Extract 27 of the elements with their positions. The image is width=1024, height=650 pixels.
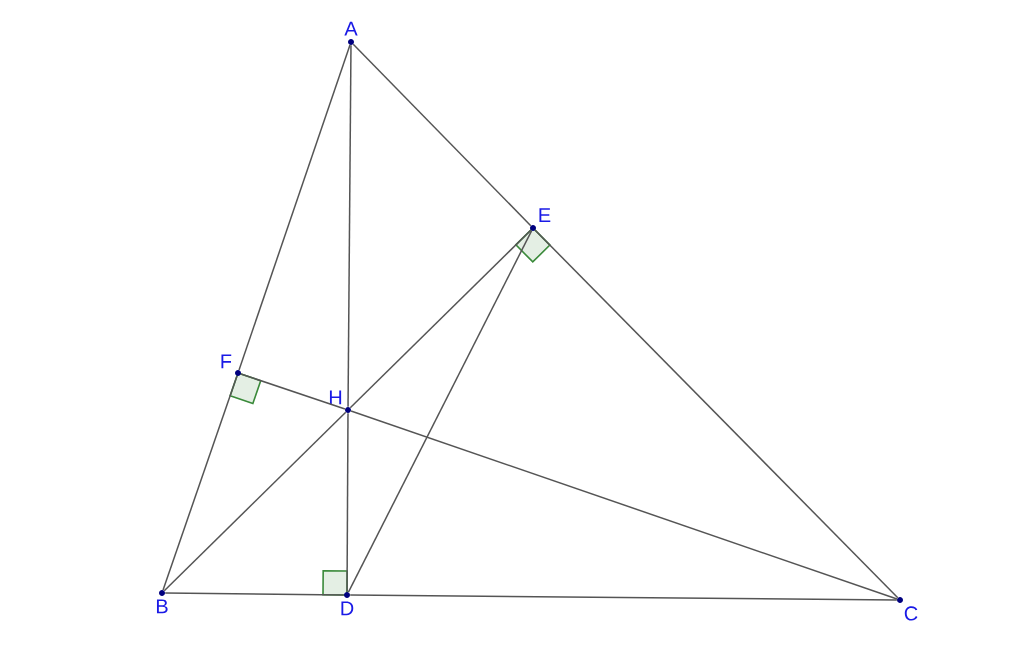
line-segment [240,373,346,410]
point: H [329,390,351,413]
node-label: B [156,599,168,614]
point: A [344,21,358,45]
node-label: H [329,390,342,405]
point: F [221,354,241,376]
line-segment [238,44,351,371]
line-segment [534,229,899,599]
line-segment [349,594,898,601]
line-segment [163,411,347,592]
line-segment [347,44,352,408]
point: C [897,597,918,621]
node-label: F [221,354,232,369]
line-segment [346,412,349,593]
point: E [530,208,551,231]
point: D [341,592,354,616]
line-segment [164,592,345,596]
line-segment [350,410,898,600]
node-label: C [904,606,918,621]
line-segment [352,43,532,227]
node-label: E [539,208,551,223]
line-segment [347,230,533,593]
line-segment [162,375,238,591]
node-label: D [341,601,354,616]
line-segment [349,229,532,409]
point: B [157,590,168,614]
node-label: A [344,21,358,36]
